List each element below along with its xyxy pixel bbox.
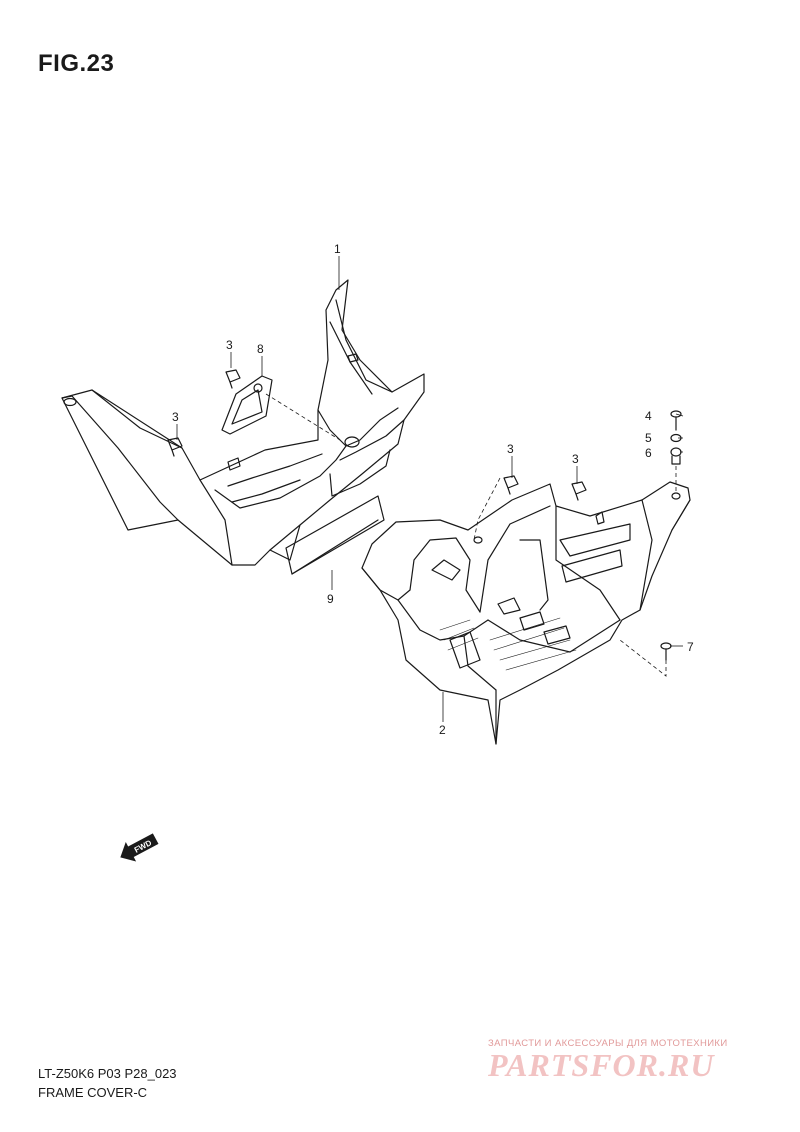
plate-part-9 [285,495,385,575]
callout-7: 7 [687,640,694,654]
callout-3d: 3 [572,452,579,466]
fastener-part-3b [167,437,183,457]
callout-1: 1 [334,242,341,256]
figure-title: FIG.23 [38,50,115,77]
callout-8: 8 [257,342,264,356]
callout-6: 6 [645,446,652,460]
footrest-right-part-2 [361,481,691,745]
callout-4: 4 [645,409,652,423]
model-code: LT-Z50K6 P03 P28_023 [38,1066,177,1081]
diagram-caption: LT-Z50K6 P03 P28_023 FRAME COVER-C [38,1064,177,1102]
grommet-part-6 [670,447,682,465]
callout-3a: 3 [226,338,233,352]
watermark-tagline: ЗАПЧАСТИ И АКСЕССУАРЫ ДЛЯ МОТОТЕХНИКИ [488,1038,728,1049]
callout-2: 2 [439,723,446,737]
leader-lines [176,256,684,722]
section-name: FRAME COVER-C [38,1085,148,1100]
fwd-arrow-icon: FWD [120,833,159,862]
watermark-brand: PARTSFOR.RU [488,1047,715,1083]
fastener-part-3c [503,475,519,495]
fastener-part-3a [225,369,241,389]
bracket-part-8 [221,375,273,435]
fastener-part-3d [571,481,587,501]
callout-9: 9 [327,592,334,606]
screw-part-4 [670,410,682,431]
callout-5: 5 [645,431,652,445]
frame-cover-left-part-1 [61,279,425,566]
callout-3b: 3 [172,410,179,424]
watermark: ЗАПЧАСТИ И АКСЕССУАРЫ ДЛЯ МОТОТЕХНИКИ PA… [488,1038,788,1084]
callout-3c: 3 [507,442,514,456]
screw-part-7 [660,642,672,661]
